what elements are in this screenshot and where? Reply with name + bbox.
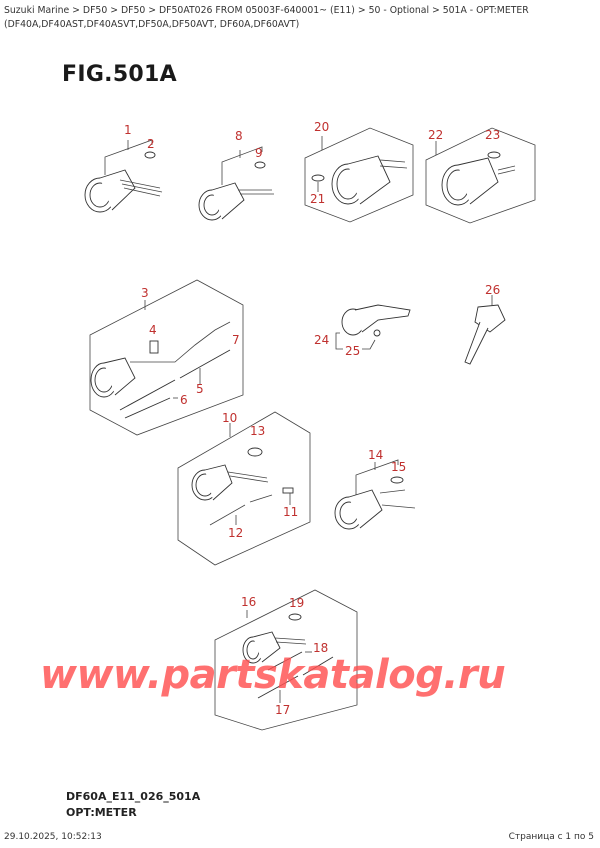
callout-13: 13 bbox=[250, 424, 265, 438]
callout-9: 9 bbox=[255, 146, 263, 160]
callout-14: 14 bbox=[368, 448, 383, 462]
part-group-trim-switch-26[interactable] bbox=[464, 295, 506, 365]
callout-5: 5 bbox=[196, 382, 204, 396]
figure-code: DF60A_E11_026_501A bbox=[66, 790, 201, 803]
part-group-remote-control-24[interactable] bbox=[335, 304, 411, 350]
page-info: Страница с 1 по 5 bbox=[508, 832, 594, 842]
breadcrumb[interactable]: Suzuki Marine > DF50 > DF50 > DF50AT026 … bbox=[4, 5, 529, 30]
callout-23: 23 bbox=[485, 128, 500, 142]
callout-24: 24 bbox=[314, 333, 329, 347]
part-group-meter-16[interactable] bbox=[214, 589, 358, 731]
callout-12: 12 bbox=[228, 526, 243, 540]
callout-26: 26 bbox=[485, 283, 500, 297]
callout-22: 22 bbox=[428, 128, 443, 142]
part-group-meter-3[interactable] bbox=[89, 279, 244, 436]
part-group-meter-8[interactable] bbox=[198, 146, 274, 221]
callout-19: 19 bbox=[289, 596, 304, 610]
figure-name: OPT:METER bbox=[66, 806, 137, 819]
print-timestamp: 29.10.2025, 10:52:13 bbox=[4, 832, 102, 842]
figure-title: FIG.501A bbox=[62, 62, 177, 87]
part-group-meter-22[interactable] bbox=[425, 127, 536, 224]
callout-6: 6 bbox=[180, 393, 188, 407]
callout-20: 20 bbox=[314, 120, 329, 134]
callout-1: 1 bbox=[124, 123, 132, 137]
callout-11: 11 bbox=[283, 505, 298, 519]
callout-10: 10 bbox=[222, 411, 237, 425]
callout-7: 7 bbox=[232, 333, 240, 347]
part-group-meter-10[interactable] bbox=[177, 411, 311, 566]
callout-16: 16 bbox=[241, 595, 256, 609]
part-group-meter-1[interactable] bbox=[84, 139, 163, 213]
callout-3: 3 bbox=[141, 286, 149, 300]
callout-18: 18 bbox=[313, 641, 328, 655]
part-group-meter-20[interactable] bbox=[304, 127, 414, 223]
callout-8: 8 bbox=[235, 129, 243, 143]
callout-21: 21 bbox=[310, 192, 325, 206]
callout-25: 25 bbox=[345, 344, 360, 358]
callout-2: 2 bbox=[147, 137, 155, 151]
watermark: www.partskatalog.ru bbox=[40, 652, 506, 698]
callout-4: 4 bbox=[149, 323, 157, 337]
callout-17: 17 bbox=[275, 703, 290, 717]
part-group-meter-14[interactable] bbox=[334, 459, 416, 530]
callout-15: 15 bbox=[391, 460, 406, 474]
